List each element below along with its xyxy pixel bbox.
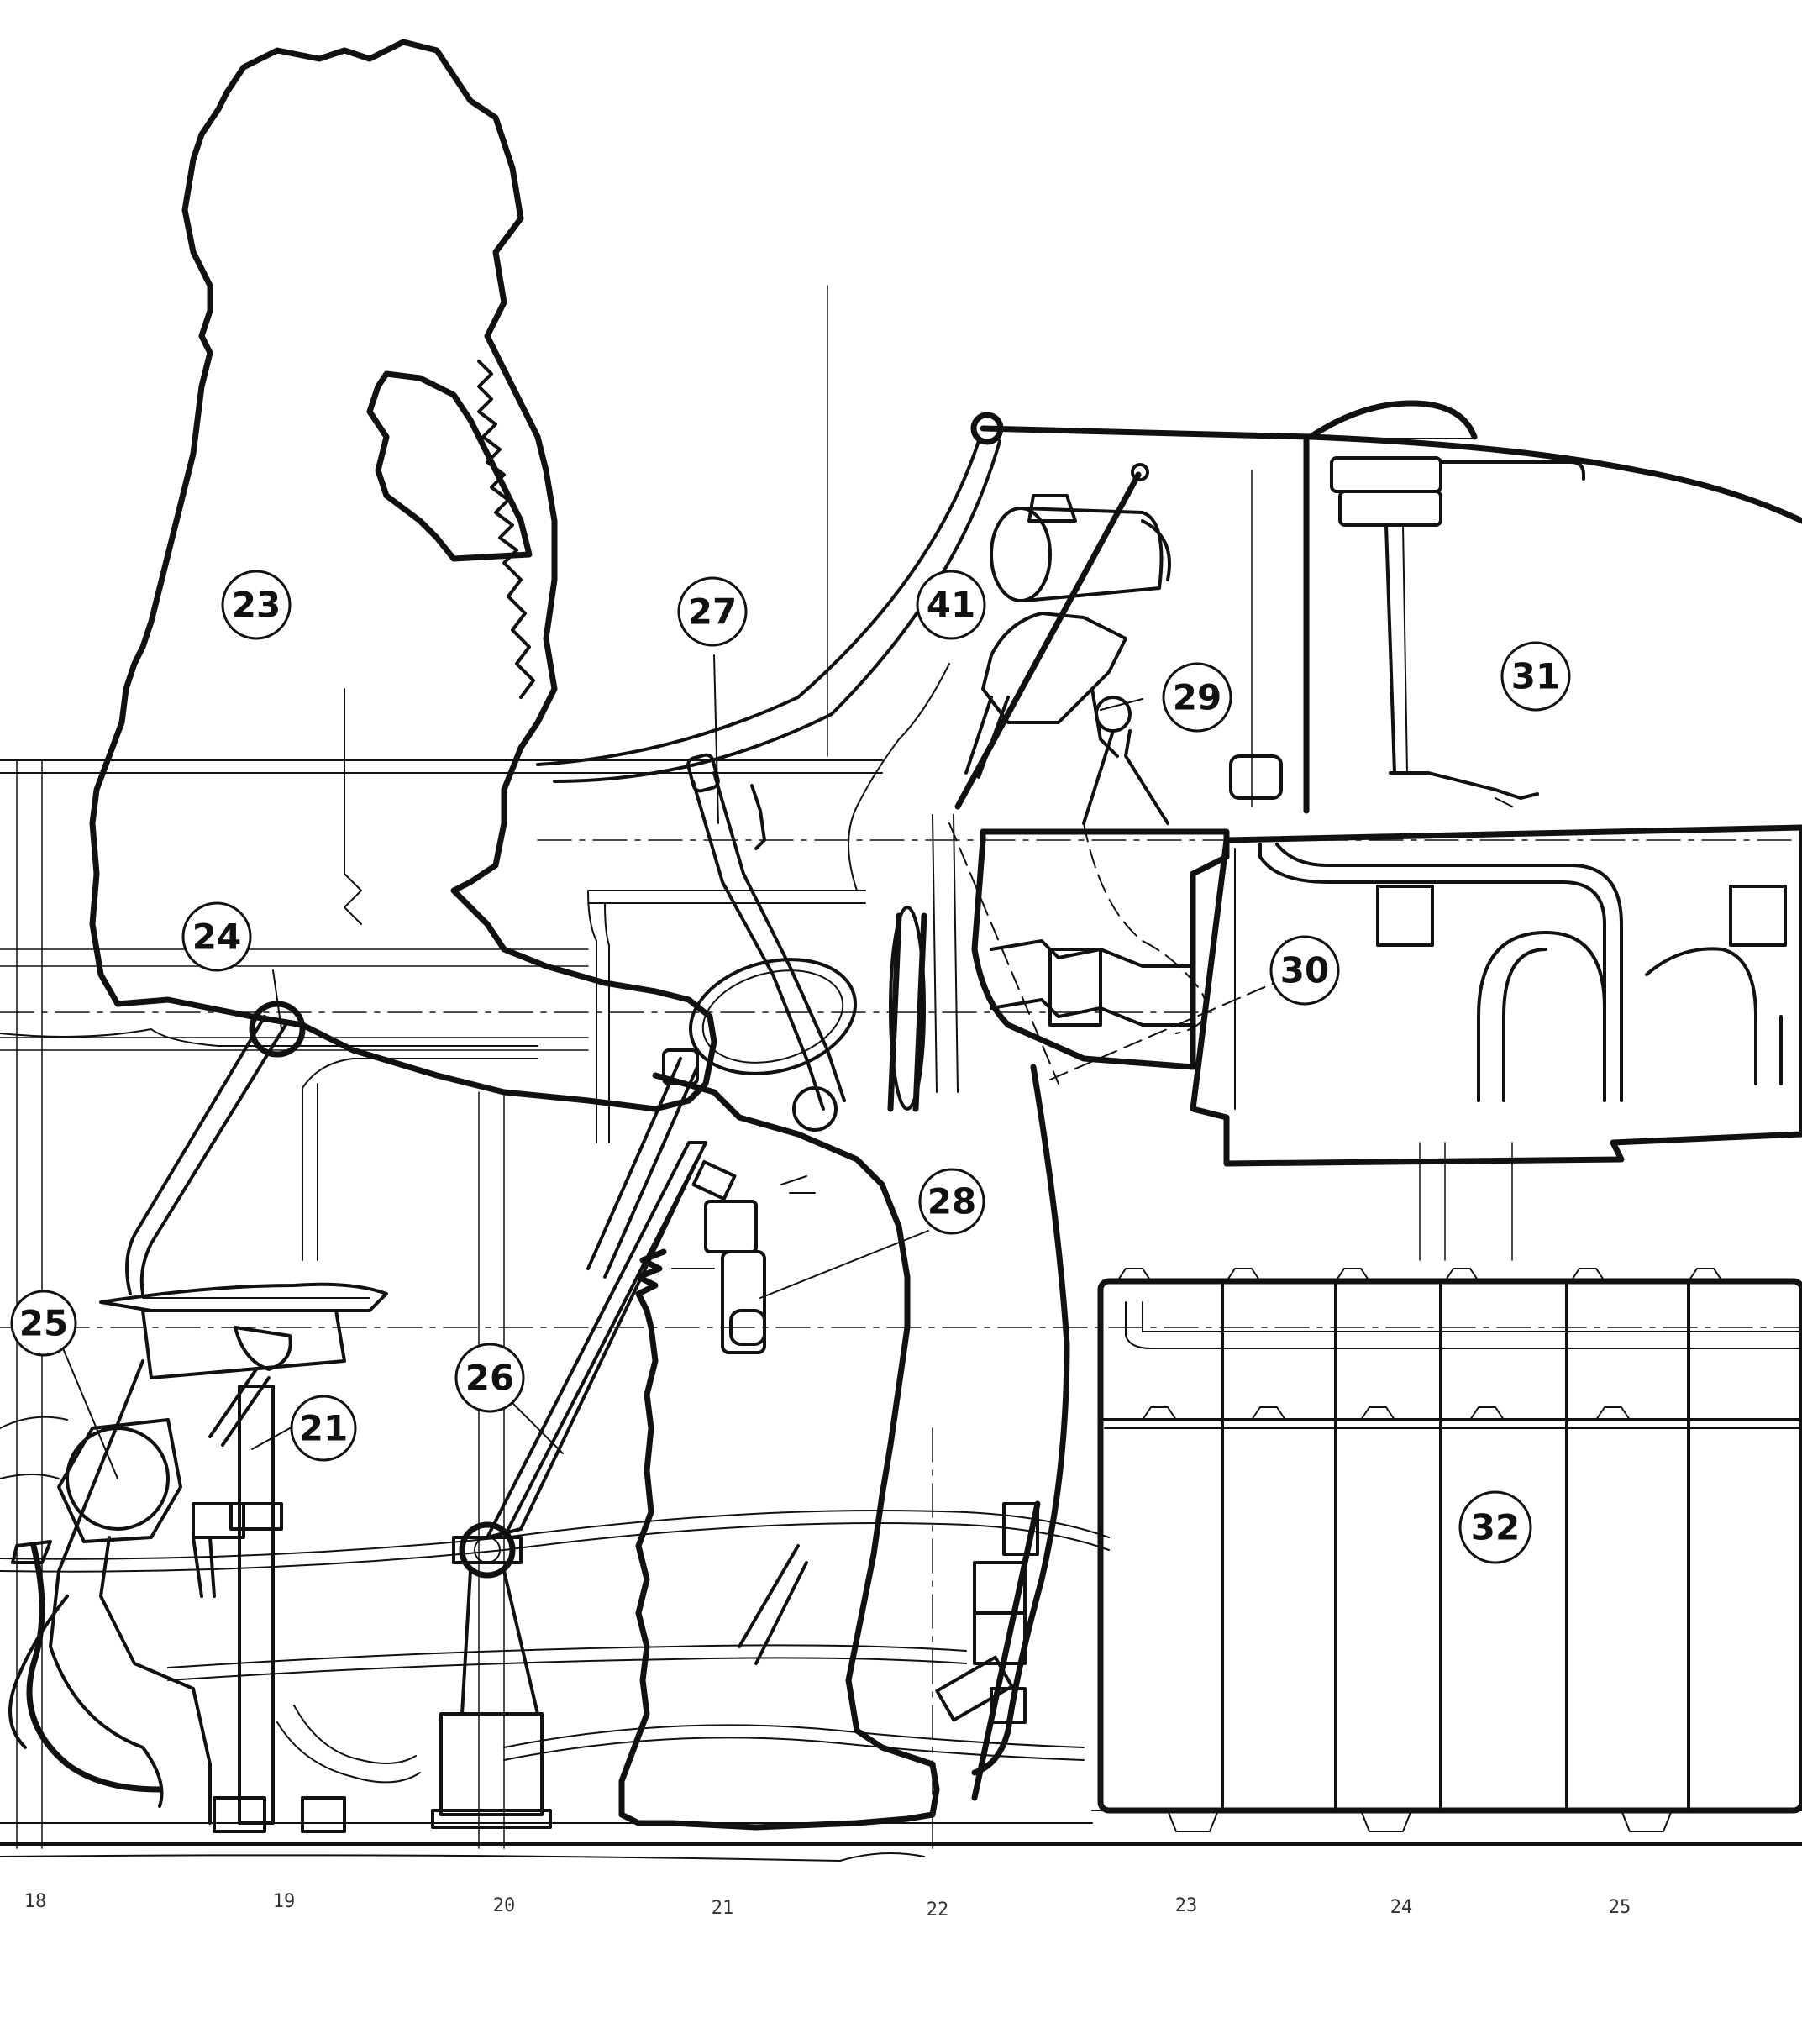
valve-block <box>935 1500 1041 1801</box>
fuel-gauge-assembly <box>1330 456 1585 807</box>
callout-23-label: 23 <box>232 585 281 626</box>
callout-25-label: 25 <box>19 1303 68 1344</box>
callout-27: 27 <box>677 576 748 647</box>
callout-30-label: 30 <box>1280 950 1329 991</box>
pipework <box>0 890 1110 1784</box>
callout-30: 30 <box>1269 935 1340 1006</box>
steering-column <box>686 753 858 1194</box>
frame-guide-lines <box>0 285 1802 1849</box>
callout-24: 24 <box>181 901 252 972</box>
callout-32: 32 <box>1458 1490 1532 1564</box>
scale-mark: 25 <box>1609 1897 1631 1918</box>
callout-27-label: 27 <box>688 591 737 633</box>
callout-29-label: 29 <box>1173 677 1221 718</box>
callout-26-label: 26 <box>465 1358 514 1399</box>
callout-31: 31 <box>1500 641 1571 712</box>
leader-lines <box>62 654 1143 1479</box>
scale-mark: 22 <box>927 1900 949 1921</box>
operator-silhouette <box>89 39 1070 1831</box>
callout-24-label: 24 <box>192 917 241 958</box>
callout-28: 28 <box>918 1168 985 1235</box>
callout-23: 23 <box>221 570 292 640</box>
battery-bank <box>1097 1268 1802 1832</box>
engine-assembly <box>848 463 1802 1167</box>
scale-mark: 21 <box>712 1898 734 1919</box>
callout-29: 29 <box>1162 662 1232 733</box>
scale-mark: 24 <box>1390 1897 1413 1918</box>
callout-31-label: 31 <box>1511 656 1560 697</box>
callout-32-label: 32 <box>1471 1507 1520 1548</box>
callout-21: 21 <box>290 1395 357 1462</box>
throttle-linkage <box>671 1200 766 1354</box>
scale-mark: 20 <box>493 1895 516 1916</box>
scale-mark: 18 <box>24 1891 47 1912</box>
callout-26: 26 <box>454 1343 525 1413</box>
scale-ruler: 18 19 20 21 22 23 24 25 <box>24 1891 1631 1921</box>
seat-mechanism <box>0 1309 346 1833</box>
scale-mark: 19 <box>273 1891 296 1912</box>
callout-41: 41 <box>916 570 986 640</box>
callout-25: 25 <box>10 1290 77 1357</box>
hand-brake-lever <box>125 1001 306 1295</box>
callout-41-label: 41 <box>927 585 975 626</box>
callout-21-label: 21 <box>299 1408 348 1449</box>
callout-28-label: 28 <box>927 1181 976 1222</box>
scale-mark: 23 <box>1175 1895 1198 1916</box>
cab-hood-outline <box>536 400 1802 814</box>
gear-lever-linkage <box>431 1048 737 1829</box>
